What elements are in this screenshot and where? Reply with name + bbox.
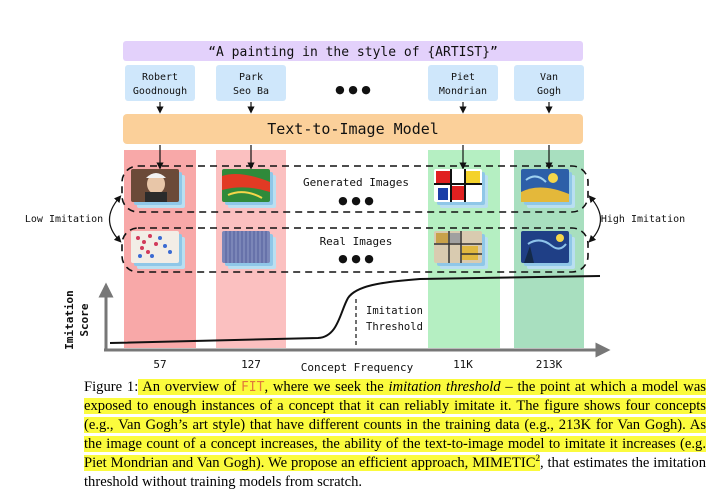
low-imitation-label: Low Imitation [25,214,103,225]
count-robert-goodnough: 57 [153,358,166,371]
real-images-label: Real Images [320,235,393,248]
svg-text:Piet: Piet [451,72,475,83]
generated-image-piet-mondrian [434,169,488,208]
svg-text:Mondrian: Mondrian [439,86,487,97]
real-image-park-seo-ba [222,231,276,269]
high-imitation-label: High Imitation [601,214,685,225]
svg-text:Robert: Robert [142,72,178,83]
artist-piet-mondrian: Piet Mondrian [428,65,498,101]
prompt-text: “A painting in the style of {ARTIST}” [208,45,498,60]
y-axis-label-line2: Score [78,303,91,336]
generated-image-park-seo-ba [222,169,276,208]
model-label: Text-to-Image Model [267,120,439,138]
threshold-label-line1: Imitation [366,305,423,317]
real-image-robert-goodnough [131,231,185,269]
fit-code: FIT [240,380,265,395]
count-van-gogh: 213K [536,358,563,371]
prompt-bar [123,41,583,61]
count-park-seo-ba: 127 [241,358,261,371]
threshold-label-line2: Threshold [366,321,423,333]
generated-images-row [121,165,589,213]
artist-van-gogh: Van Gogh [514,65,584,101]
svg-text:Gogh: Gogh [537,86,561,97]
imitation-score-curve [109,275,601,344]
count-piet-mondrian: 11K [453,358,473,371]
real-images-row [121,227,589,273]
high-imitation-arrow [588,195,602,243]
imitation-threshold-term: imitation threshold [388,379,501,395]
caption-highlight: An overview of FIT, where we seek the im… [84,379,706,471]
svg-text:Seo Ba: Seo Ba [233,86,269,97]
model-to-generated-arrows [156,145,553,170]
overview-figure: “A painting in the style of {ARTIST}” Ro… [25,41,685,374]
generated-image-van-gogh [521,169,575,208]
figure-label: Figure 1: [84,379,139,395]
artist-park-seo-ba: Park Seo Ba [216,65,286,101]
artist-robert-goodnough: Robert Goodnough [125,65,195,101]
figure-caption: Figure 1: An overview of FIT, where we s… [84,379,706,490]
artist-to-model-arrows [156,102,553,114]
real-image-van-gogh [521,231,575,269]
real-image-piet-mondrian [434,231,488,269]
low-imitation-arrow [108,195,122,243]
svg-text:Van: Van [540,72,558,83]
generated-ellipsis: ● ● ● [338,194,374,207]
svg-text:Goodnough: Goodnough [133,86,187,97]
artists-ellipsis: ● ● ● [335,83,371,96]
model-bar [123,114,583,144]
y-axis-label-line1: Imitation [63,290,76,350]
real-ellipsis: ● ● ● [338,252,374,265]
generated-image-robert-goodnough [131,169,185,208]
x-axis-label: Concept Frequency [301,361,414,374]
svg-text:Park: Park [239,72,263,83]
generated-images-label: Generated Images [303,176,409,189]
